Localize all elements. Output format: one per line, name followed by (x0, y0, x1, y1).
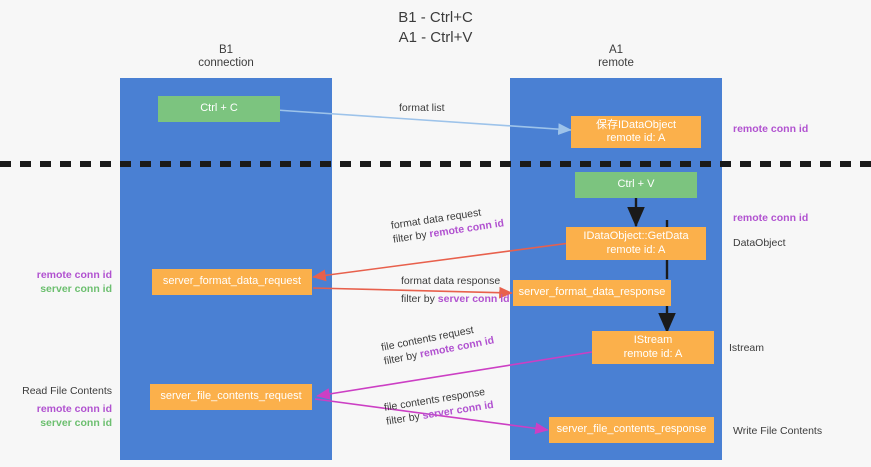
filter-key-server-conn-id-1: server conn id (437, 293, 510, 305)
node-ctrl-v-label: Ctrl + V (617, 178, 655, 191)
edge-label-format-data-response-line1: format data response (401, 275, 501, 287)
note-read-file-contents: Read File Contents (22, 385, 112, 397)
note-left-conn-ids-top: remote conn id server conn id (0, 268, 112, 296)
note-left-remote-conn-id-2: remote conn id (36, 403, 112, 415)
note-remote-conn-id-top: remote conn id (733, 123, 809, 135)
node-istream-remote-id: remote id: A (623, 347, 683, 360)
title-line-2: A1 - Ctrl+V (398, 29, 473, 46)
edge-label-file-contents-request: file contents request filter by remote c… (380, 320, 495, 369)
note-left-conn-ids-bottom: remote conn id server conn id (0, 402, 112, 430)
edge-label-format-list: format list (399, 102, 445, 114)
node-getdata-title: IDataObject::GetData (583, 230, 689, 242)
note-istream: Istream (729, 342, 765, 354)
note-left-remote-conn-id-1: remote conn id (36, 269, 112, 281)
lane-header-a1: A1 remote (510, 44, 722, 70)
node-save-idataobject-title: 保存IDataObject (595, 118, 677, 131)
node-save-idataobject-remote-id: remote id: A (606, 132, 666, 144)
lane-b1-title: B1 (218, 44, 234, 56)
node-save-idataobject[interactable]: 保存IDataObject remote id: A (571, 116, 701, 148)
note-remote-conn-id-mid: remote conn id (733, 212, 809, 224)
lane-header-b1: B1 connection (120, 44, 332, 70)
node-istream-title: IStream (633, 334, 673, 346)
node-server-format-data-response[interactable]: server_format_data_response (513, 280, 671, 306)
node-ctrl-c-label: Ctrl + C (200, 102, 238, 115)
node-server-format-data-request[interactable]: server_format_data_request (152, 269, 312, 295)
lane-a1-subtitle: remote (598, 57, 634, 69)
edge-label-format-data-response: format data response filter by server co… (401, 274, 510, 306)
node-server-file-contents-response-label: server_file_contents_response (556, 423, 707, 436)
node-server-format-data-response-label: server_format_data_response (518, 286, 666, 299)
node-server-file-contents-response[interactable]: server_file_contents_response (549, 417, 714, 443)
node-istream[interactable]: IStream remote id: A (592, 331, 714, 364)
note-left-server-conn-id-2: server conn id (40, 417, 112, 429)
note-dataobject: DataObject (733, 237, 786, 249)
node-idataobject-getdata[interactable]: IDataObject::GetData remote id: A (566, 227, 706, 260)
edge-label-format-data-request: format data request filter by remote con… (390, 202, 505, 246)
node-server-file-contents-request-label: server_file_contents_request (160, 390, 302, 403)
diagram-title: B1 - Ctrl+C A1 - Ctrl+V (0, 8, 871, 48)
title-line-1: B1 - Ctrl+C (398, 9, 473, 26)
note-left-server-conn-id-1: server conn id (40, 283, 112, 295)
lane-a1-title: A1 (608, 44, 624, 56)
node-ctrl-c[interactable]: Ctrl + C (158, 96, 280, 122)
lane-b1-subtitle: connection (198, 57, 254, 69)
note-write-file-contents: Write File Contents (733, 425, 823, 437)
node-getdata-remote-id: remote id: A (606, 243, 666, 256)
edge-label-format-data-response-filter: filter by server conn id (401, 293, 510, 305)
node-server-format-data-request-label: server_format_data_request (162, 275, 302, 288)
node-ctrl-v[interactable]: Ctrl + V (575, 172, 697, 198)
node-server-file-contents-request[interactable]: server_file_contents_request (150, 384, 312, 410)
edge-label-file-contents-response: file contents response filter by server … (383, 384, 495, 429)
